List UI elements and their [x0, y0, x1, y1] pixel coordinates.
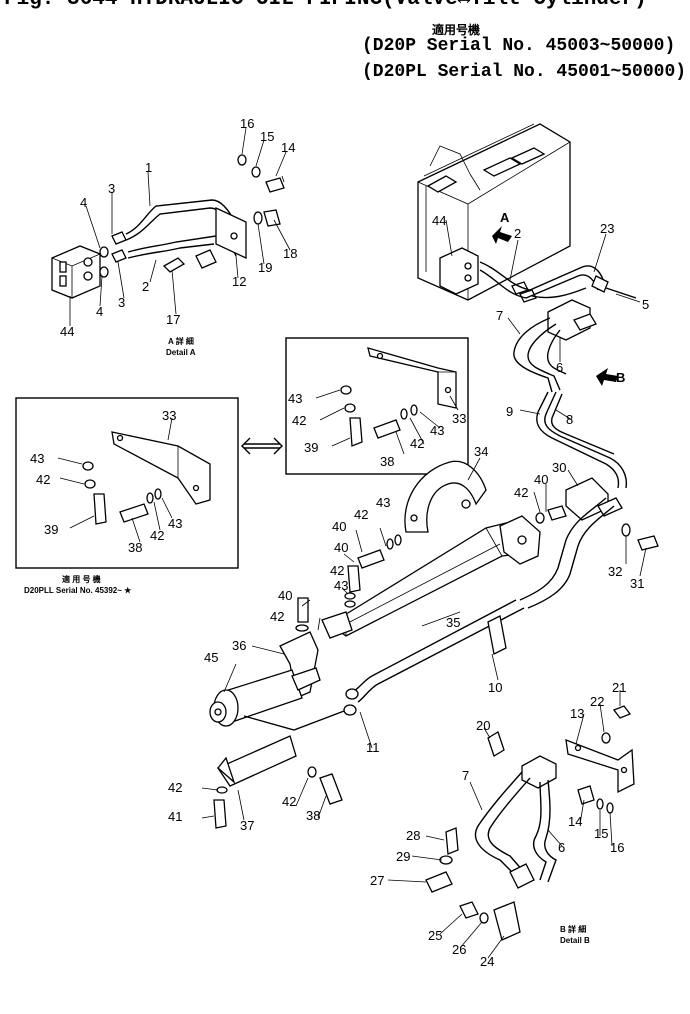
part-label-10: 10	[488, 680, 502, 695]
part-label-7: 7	[462, 768, 469, 783]
part-label-6: 6	[556, 360, 563, 375]
part-label-42: 42	[330, 563, 344, 578]
part-label-45: 45	[204, 650, 218, 665]
part-label-14: 14	[281, 140, 295, 155]
part-label-32: 32	[608, 564, 622, 579]
part-label-7: 7	[496, 308, 503, 323]
part-number-labels: 16 15 14 1 3 4 4 3 2 17 12 19 18 44 44 2…	[30, 116, 649, 969]
part-label-42: 42	[514, 485, 528, 500]
part-label-14: 14	[568, 814, 582, 829]
part-label-42: 42	[270, 609, 284, 624]
part-label-18: 18	[283, 246, 297, 261]
detail-b-caption: Detail B	[560, 936, 590, 945]
part-label-36: 36	[232, 638, 246, 653]
part-label-35: 35	[446, 615, 460, 630]
detail-a-caption-jp: A 詳 細	[168, 336, 194, 346]
part-label-42: 42	[354, 507, 368, 522]
view-b-marker: B	[616, 370, 625, 385]
figure-title: Fig. 3644 HYDRAULIC OIL PIPING(Valve↔Til…	[4, 0, 647, 11]
part-label-16: 16	[610, 840, 624, 855]
part-label-44: 44	[432, 213, 446, 228]
part-label-19: 19	[258, 260, 272, 275]
part-label-38: 38	[380, 454, 394, 469]
part-label-23: 23	[600, 221, 614, 236]
part-label-40: 40	[534, 472, 548, 487]
part-label-11: 11	[366, 740, 380, 755]
part-label-33: 33	[162, 408, 176, 423]
part-label-42: 42	[282, 794, 296, 809]
detail-b-assembly	[387, 690, 635, 959]
part-label-4: 4	[80, 195, 87, 210]
part-label-38: 38	[306, 808, 320, 823]
part-label-8: 8	[566, 412, 573, 427]
part-label-33: 33	[452, 411, 466, 426]
part-label-43: 43	[30, 451, 44, 466]
part-label-40: 40	[278, 588, 292, 603]
part-label-25: 25	[428, 928, 442, 943]
part-label-22: 22	[590, 694, 604, 709]
part-label-39: 39	[304, 440, 318, 455]
part-label-43: 43	[430, 423, 444, 438]
part-label-43: 43	[334, 578, 348, 593]
part-label-42: 42	[36, 472, 50, 487]
part-label-40: 40	[332, 519, 346, 534]
part-label-42: 42	[292, 413, 306, 428]
part-label-30: 30	[552, 460, 566, 475]
part-label-4: 4	[96, 304, 103, 319]
part-label-24: 24	[480, 954, 494, 969]
part-label-5: 5	[642, 297, 649, 312]
part-label-12: 12	[232, 274, 246, 289]
applicability-label: 適用号機	[432, 24, 481, 38]
part-label-28: 28	[406, 828, 420, 843]
part-label-31: 31	[630, 576, 644, 591]
inset-applicability-jp: 適 用 号 機	[62, 574, 101, 584]
part-label-37: 37	[240, 818, 254, 833]
detail-a-assembly	[51, 127, 291, 326]
part-label-20: 20	[476, 718, 490, 733]
tank-assembly: A B	[351, 123, 659, 703]
part-label-17: 17	[166, 312, 180, 327]
part-label-26: 26	[452, 942, 466, 957]
serial-range-d20p: (D20P Serial No. 45003~50000)	[362, 36, 676, 56]
detail-b-caption-jp: B 詳 細	[560, 924, 586, 934]
part-label-3: 3	[108, 181, 115, 196]
part-label-3: 3	[118, 295, 125, 310]
part-label-39: 39	[44, 522, 58, 537]
part-label-15: 15	[594, 826, 608, 841]
part-label-43: 43	[288, 391, 302, 406]
serial-range-d20pl: (D20PL Serial No. 45001~50000)	[362, 62, 687, 82]
part-label-9: 9	[506, 404, 513, 419]
part-label-13: 13	[570, 706, 584, 721]
part-label-15: 15	[260, 129, 274, 144]
part-label-38: 38	[128, 540, 142, 555]
part-label-2: 2	[514, 226, 521, 241]
part-label-34: 34	[474, 444, 488, 459]
part-label-6: 6	[558, 840, 565, 855]
part-label-42: 42	[168, 780, 182, 795]
part-label-1: 1	[145, 160, 152, 175]
inset-applicability: D20PLL Serial No. 45392~ ★	[24, 586, 132, 595]
part-label-2: 2	[142, 279, 149, 294]
part-label-40: 40	[334, 540, 348, 555]
part-label-41: 41	[168, 809, 182, 824]
detail-inset-boxes	[15, 337, 469, 569]
part-label-43: 43	[376, 495, 390, 510]
part-label-16: 16	[240, 116, 254, 131]
part-label-44: 44	[60, 324, 74, 339]
part-label-27: 27	[370, 873, 384, 888]
part-label-29: 29	[396, 849, 410, 864]
part-label-42: 42	[150, 528, 164, 543]
part-label-42: 42	[410, 436, 424, 451]
part-label-21: 21	[612, 680, 626, 695]
part-label-43: 43	[168, 516, 182, 531]
detail-a-caption: Detail A	[166, 348, 196, 357]
frame-and-cylinder-assembly	[201, 457, 541, 829]
view-a-marker: A	[500, 210, 510, 225]
